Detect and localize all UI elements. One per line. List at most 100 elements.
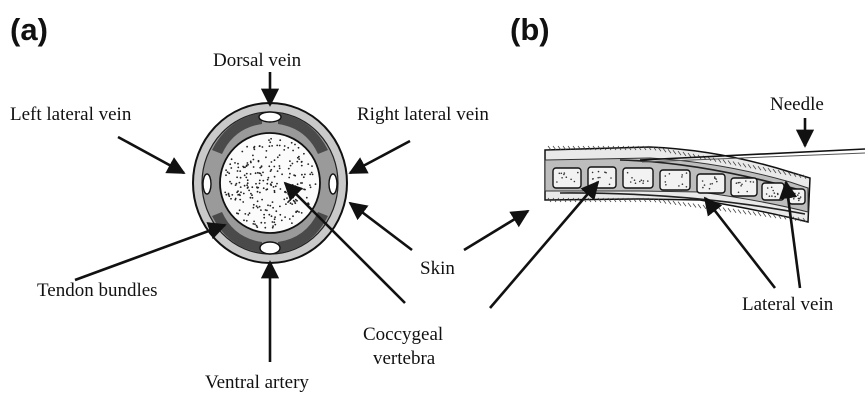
stipple-dot [284,216,286,218]
stipple-dot [234,199,236,201]
vertebra-stipple-dot [702,187,704,189]
stipple-dot [289,199,291,201]
stipple-dot [287,193,289,195]
stipple-dot [295,185,297,187]
vertebra-stipple-dot [643,180,645,182]
stipple-dot [268,139,270,141]
vertebra-stipple-dot [777,193,779,195]
stipple-dot [309,173,311,175]
stipple-dot [243,193,245,195]
stipple-dot [303,188,305,190]
skin-hatch-line [693,204,696,208]
stipple-dot [244,213,246,215]
stipple-dot [247,164,249,166]
vertebra-stipple-dot [741,184,743,186]
stipple-dot [228,195,230,197]
stipple-dot [260,209,262,211]
label-left-lateral-vein: Left lateral vein [10,104,132,125]
vertebra-stipple-dot [564,172,566,174]
stipple-dot [261,199,263,201]
skin-hatch-line [738,210,741,214]
stipple-dot [239,199,241,201]
stipple-dot [284,191,286,193]
arrow-skin-b [464,211,528,250]
stipple-dot [272,201,274,203]
stipple-dot [250,197,252,199]
vertebra-stipple-dot [598,171,600,173]
stipple-dot [260,222,262,224]
coccygeal-vertebra-block [623,168,653,188]
vertebra-stipple-dot [599,177,601,179]
stipple-dot [269,145,271,147]
vertebra-stipple-dot [771,195,773,197]
stipple-dot [225,169,227,171]
vertebra-stipple-dot [772,190,774,192]
stipple-dot [242,201,244,203]
stipple-dot [229,163,231,165]
stipple-dot [303,153,305,155]
stipple-dot [291,222,293,224]
stipple-dot [254,149,256,151]
stipple-dot [286,197,288,199]
stipple-dot [259,172,261,174]
stipple-dot [244,174,246,176]
vertebra-stipple-dot [574,181,576,183]
vertebra-stipple-dot [561,177,563,179]
stipple-dot [255,172,257,174]
stipple-dot [227,171,229,173]
stipple-dot [252,155,254,157]
vertebra-stipple-dot [771,187,773,189]
coccygeal-vertebra-core [220,133,320,233]
stipple-dot [270,169,272,171]
stipple-dot [288,177,290,179]
skin-hatch-line [683,202,686,206]
label-dorsal-vein: Dorsal vein [213,50,302,71]
vertebra-stipple-dot [604,171,606,173]
stipple-dot [306,197,308,199]
vertebra-stipple-dot [669,173,671,175]
stipple-dot [254,223,256,225]
stipple-dot [253,159,255,161]
arrow-left-lateral-vein [118,137,184,173]
stipple-dot [279,206,281,208]
vertebra-stipple-dot [686,186,688,188]
vertebra-stipple-dot [627,172,629,174]
stipple-dot [274,190,276,192]
vertebra-stipple-dot [592,172,594,174]
stipple-dot [274,224,276,226]
stipple-dot [264,227,266,229]
stipple-dot [269,141,271,143]
label-right-lateral-vein: Right lateral vein [357,104,489,125]
stipple-dot [276,145,278,147]
stipple-dot [261,174,263,176]
vertebra-stipple-dot [556,181,558,183]
stipple-dot [237,213,239,215]
vertebra-stipple-dot [681,176,683,178]
vertebra-stipple-dot [750,181,752,183]
vertebra-stipple-dot [704,184,706,186]
stipple-dot [273,186,275,188]
stipple-dot [257,191,259,193]
skin-hatch-line [698,204,701,208]
stipple-dot [301,174,303,176]
coccygeal-vertebra-block [731,178,757,196]
stipple-dot [258,160,260,162]
stipple-dot [237,167,239,169]
stipple-dot [249,212,251,214]
stipple-dot [231,194,233,196]
stipple-dot [240,191,242,193]
stipple-dot [239,182,241,184]
vertebra-stipple-dot [647,180,649,182]
stipple-dot [271,161,273,163]
stipple-dot [259,145,261,147]
stipple-dot [265,156,267,158]
stipple-dot [255,183,257,185]
skin-hatch-line [718,207,721,211]
stipple-dot [281,173,283,175]
stipple-dot [295,211,297,213]
stipple-dot [283,149,285,151]
arrow-right-lateral-vein [350,141,410,173]
stipple-dot [294,201,296,203]
stipple-dot [297,157,299,159]
vertebra-stipple-dot [798,192,800,194]
